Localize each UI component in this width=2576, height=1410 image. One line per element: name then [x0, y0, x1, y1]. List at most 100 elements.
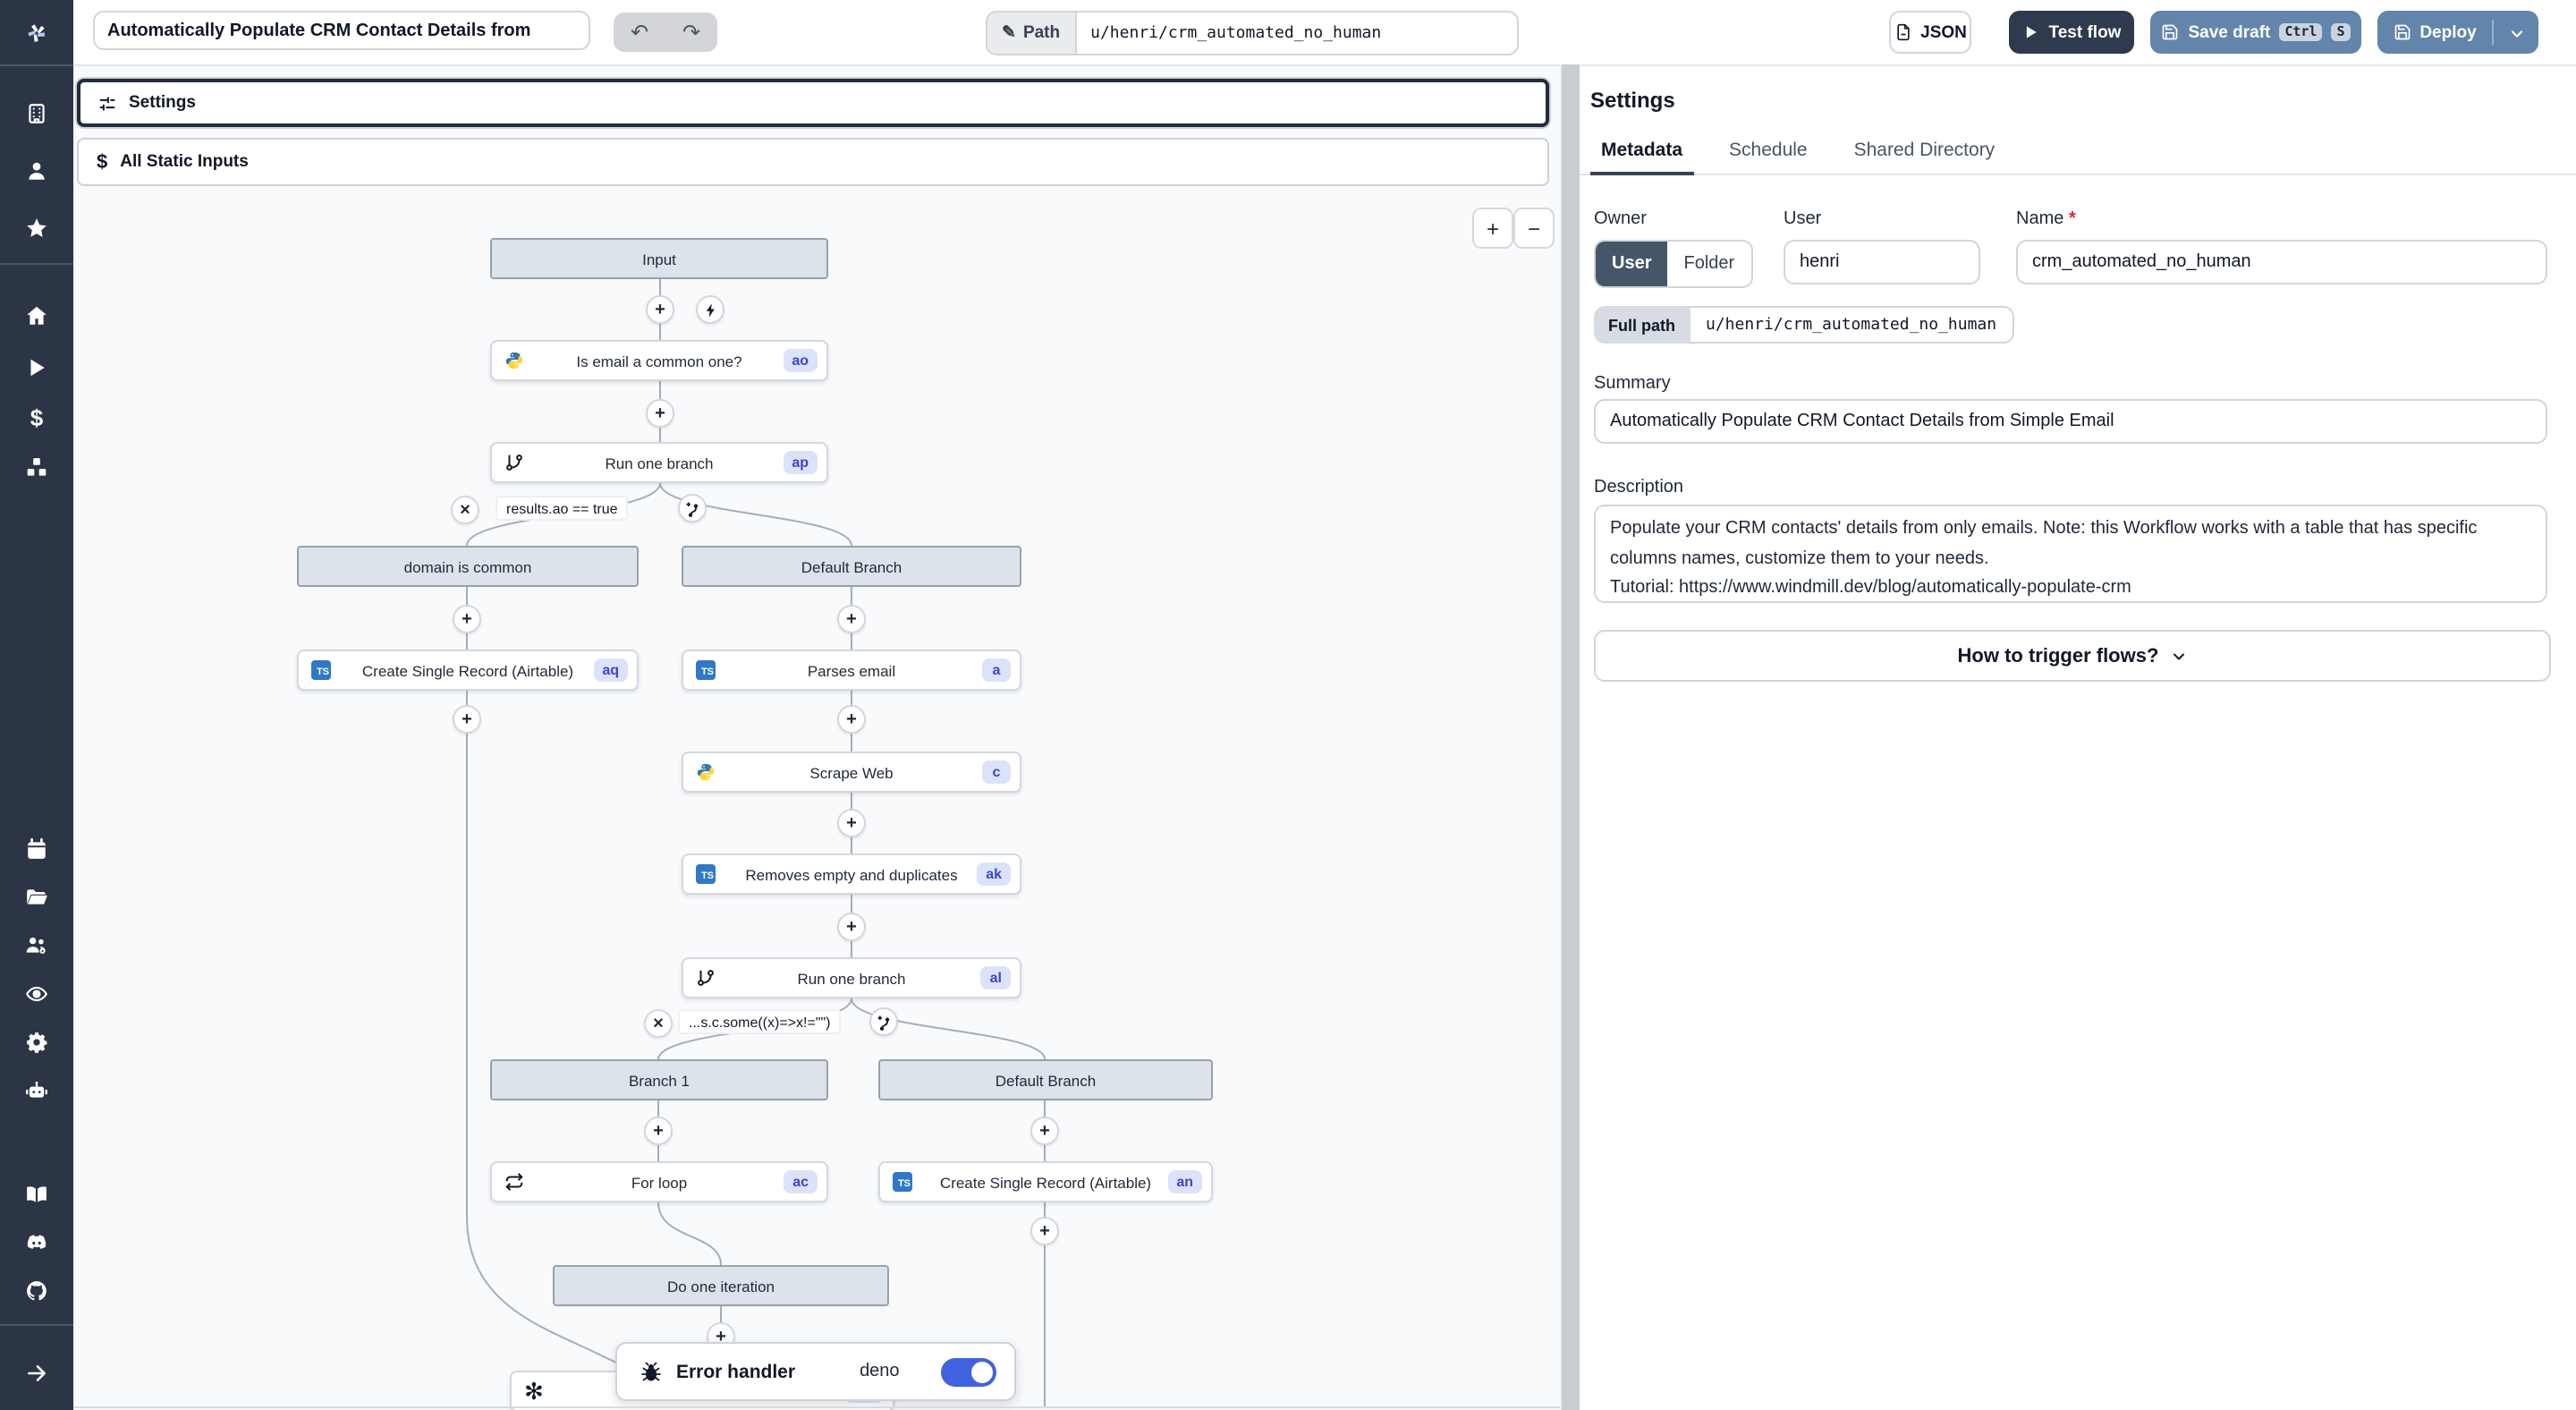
branch-condition-label: ...s.c.some((x)=>x!="")	[678, 1009, 842, 1034]
flow-node-a[interactable]: TS Parses email a	[682, 650, 1021, 691]
sidebar-item-docs[interactable]	[0, 1181, 73, 1206]
tab-metadata[interactable]: Metadata	[1590, 140, 1693, 175]
insert-step-button[interactable]: +	[453, 605, 481, 633]
sliders-icon	[99, 96, 115, 110]
static-inputs-label: All Static Inputs	[120, 152, 249, 172]
owner-user-option[interactable]: User	[1596, 242, 1668, 286]
branch-header-do-one-iteration[interactable]: Do one iteration	[553, 1265, 889, 1306]
insert-step-button[interactable]: +	[837, 809, 866, 837]
owner-user-input[interactable]	[1784, 240, 1980, 285]
flow-title-input[interactable]	[93, 11, 590, 50]
full-path-badge: Full path	[1594, 306, 1690, 344]
name-input[interactable]	[2016, 240, 2547, 285]
repeat-icon	[504, 1172, 524, 1192]
tab-schedule[interactable]: Schedule	[1729, 140, 1808, 161]
sidebar-item-folders[interactable]	[0, 884, 73, 909]
save-icon	[2394, 24, 2410, 40]
save-draft-button[interactable]: Save draft Ctrl S	[2150, 11, 2361, 54]
sidebar-item-user[interactable]	[0, 157, 73, 183]
path-label[interactable]: ✎Path	[987, 13, 1077, 54]
topbar: ↶ ↷ ✎Path JSON Test flow Save draft Ctrl…	[73, 0, 2576, 66]
sidebar-item-audit-logs[interactable]	[0, 981, 73, 1006]
redo-icon[interactable]: ↷	[682, 20, 701, 45]
flow-node-aq[interactable]: TS Create Single Record (Airtable) aq	[297, 650, 639, 691]
branch-header-branch-1[interactable]: Branch 1	[490, 1059, 828, 1100]
expand-sidebar-arrow[interactable]	[0, 1360, 73, 1385]
description-textarea[interactable]: Populate your CRM contacts' details from…	[1594, 505, 2547, 603]
required-asterisk: *	[2068, 209, 2076, 229]
step-id-badge: al	[980, 966, 1011, 990]
flow-node-input[interactable]: Input	[490, 238, 828, 279]
discord-icon[interactable]	[0, 1229, 73, 1254]
test-flow-button[interactable]: Test flow	[2009, 11, 2134, 54]
flow-node-ap[interactable]: Run one branch ap	[490, 442, 828, 483]
panel-title: Settings	[1590, 88, 1675, 113]
windmill-logo[interactable]	[0, 14, 73, 50]
flow-node-ao[interactable]: Is email a common one? ao	[490, 340, 828, 381]
undo-icon[interactable]: ↶	[630, 20, 649, 45]
sidebar-item-resources[interactable]	[0, 454, 73, 480]
zoom-out-button[interactable]: −	[1513, 208, 1555, 249]
insert-step-button[interactable]: +	[646, 399, 674, 428]
insert-step-button[interactable]: +	[837, 605, 866, 633]
git-branch-icon	[696, 968, 716, 988]
path-input[interactable]	[1076, 13, 1517, 54]
all-static-inputs-box[interactable]: $ All Static Inputs	[77, 138, 1549, 186]
insert-step-button[interactable]: +	[644, 1117, 673, 1145]
kbd-s: S	[2331, 23, 2351, 41]
sidebar-item-settings[interactable]	[0, 1029, 73, 1054]
deploy-button[interactable]: Deploy	[2377, 11, 2538, 54]
full-path-value: u/henri/crm_automated_no_human	[1690, 306, 2015, 344]
insert-step-button[interactable]: +	[453, 705, 481, 734]
insert-step-button[interactable]: +	[837, 913, 866, 941]
flow-node-c[interactable]: Scrape Web c	[682, 752, 1021, 793]
sidebar-item-runs[interactable]	[0, 354, 73, 379]
sidebar-item-favorites[interactable]	[0, 215, 73, 240]
error-handler-toggle[interactable]	[941, 1357, 996, 1386]
branch-header-domain-is-common[interactable]: domain is common	[297, 546, 639, 587]
insert-step-button[interactable]: +	[646, 295, 674, 324]
remove-branch-button[interactable]: ×	[644, 1009, 673, 1038]
git-branch-icon	[504, 453, 524, 472]
insert-step-button[interactable]: +	[837, 705, 866, 734]
zoom-in-button[interactable]: +	[1472, 208, 1513, 249]
flow-node-ak[interactable]: TS Removes empty and duplicates ak	[682, 854, 1021, 895]
tab-shared-directory[interactable]: Shared Directory	[1853, 140, 1996, 161]
owner-kind-segmented-control: User Folder	[1594, 240, 1753, 288]
sidebar-item-workers[interactable]	[0, 1077, 73, 1102]
sidebar-item-schedules[interactable]	[0, 836, 73, 861]
trigger-zap-button[interactable]	[696, 295, 724, 324]
error-handler-card[interactable]: Error handler deno	[615, 1342, 1016, 1401]
insert-step-button[interactable]: +	[1030, 1117, 1059, 1145]
full-path-row: Full path u/henri/crm_automated_no_human	[1594, 306, 2015, 344]
sidebar-item-workspace[interactable]	[0, 100, 73, 125]
flow-node-ac[interactable]: For loop ac	[490, 1161, 828, 1202]
github-icon[interactable]	[0, 1278, 73, 1303]
how-to-trigger-flows-button[interactable]: How to trigger flows?	[1594, 630, 2551, 682]
play-icon	[2027, 26, 2038, 38]
step-id-badge: an	[1167, 1170, 1202, 1193]
settings-box-label: Settings	[129, 93, 196, 113]
add-branch-button[interactable]	[678, 494, 707, 522]
python-icon	[696, 762, 716, 782]
typescript-icon: TS	[311, 660, 331, 680]
summary-label: Summary	[1594, 374, 1671, 394]
flow-node-al[interactable]: Run one branch al	[682, 957, 1021, 998]
remove-branch-button[interactable]: ×	[451, 496, 479, 524]
sidebar-item-variables[interactable]: $	[30, 403, 44, 430]
branch-header-default-1[interactable]: Default Branch	[682, 546, 1021, 587]
flow-settings-box[interactable]: Settings	[77, 79, 1549, 127]
insert-step-button[interactable]: +	[1030, 1217, 1059, 1245]
flow-node-an[interactable]: TS Create Single Record (Airtable) an	[878, 1161, 1213, 1202]
add-branch-button[interactable]	[869, 1007, 898, 1036]
sidebar-item-home[interactable]	[0, 302, 73, 327]
chevron-down-icon[interactable]	[2508, 25, 2526, 43]
owner-folder-option[interactable]: Folder	[1667, 242, 1751, 286]
error-handler-label: Error handler	[676, 1361, 796, 1382]
canvas-scrollbar[interactable]	[1560, 64, 1580, 1410]
step-id-badge: ao	[783, 349, 818, 372]
summary-input[interactable]	[1594, 399, 2547, 444]
json-button[interactable]: JSON	[1889, 11, 1971, 54]
sidebar-item-groups[interactable]	[0, 932, 73, 957]
branch-header-default-2[interactable]: Default Branch	[878, 1059, 1213, 1100]
